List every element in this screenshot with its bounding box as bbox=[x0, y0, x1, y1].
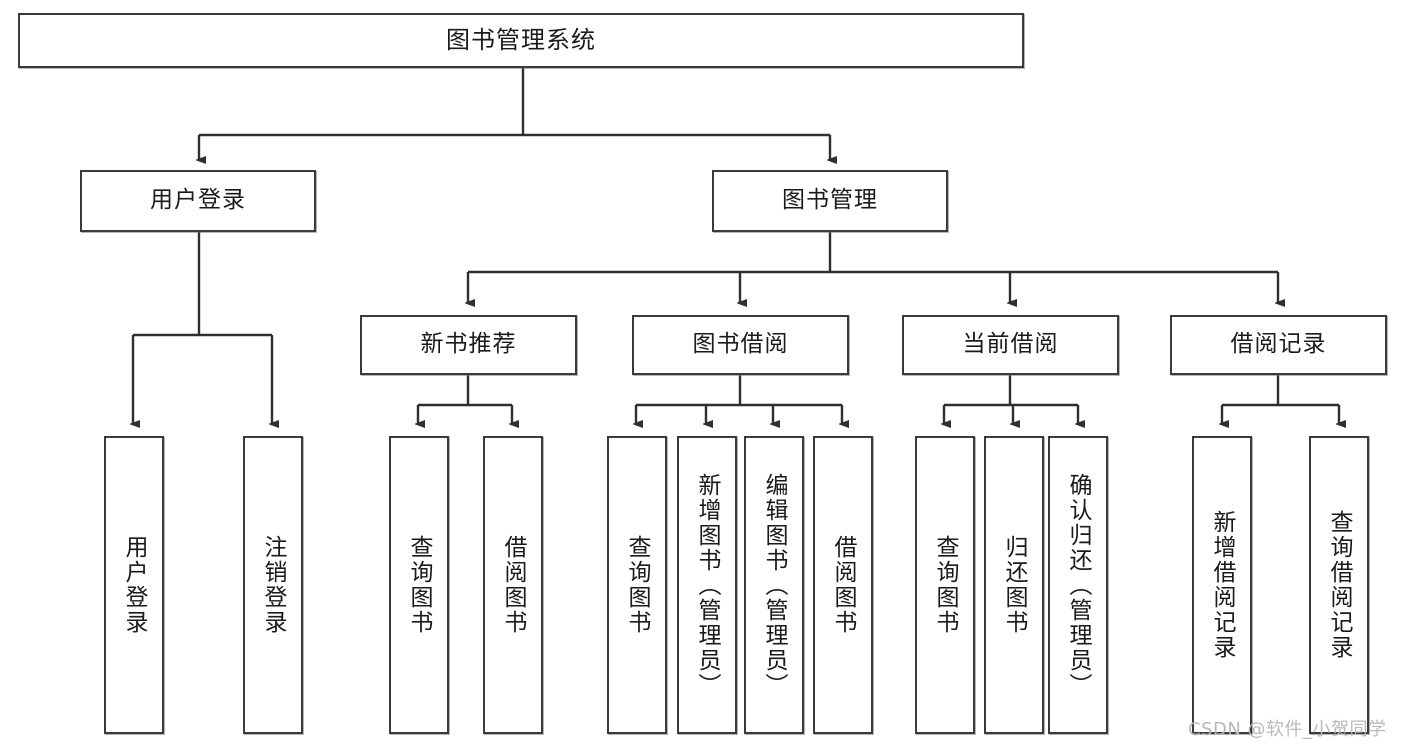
leaf-user-login-label: 用户登录 bbox=[121, 535, 147, 635]
leaf-current-return-book-label: 归还图书 bbox=[1001, 535, 1027, 635]
leaf-record-query-label: 查询借阅记录 bbox=[1326, 510, 1352, 660]
leaf-borrow-edit-book[interactable]: 编辑图书（管理员） bbox=[744, 436, 804, 734]
csdn-watermark: CSDN @软件_小贺同学 bbox=[1188, 719, 1387, 740]
node-root-label: 图书管理系统 bbox=[446, 26, 596, 55]
leaf-current-return-book[interactable]: 归还图书 bbox=[984, 436, 1044, 734]
leaf-borrow-edit-book-label: 编辑图书（管理员） bbox=[761, 472, 787, 698]
node-book-management-label: 图书管理 bbox=[782, 187, 878, 214]
leaf-borrow-add-book[interactable]: 新增图书（管理员） bbox=[677, 436, 737, 734]
leaf-user-login[interactable]: 用户登录 bbox=[104, 436, 164, 734]
leaf-recommend-query-book[interactable]: 查询图书 bbox=[389, 436, 449, 734]
leaf-borrow-borrow-book[interactable]: 借阅图书 bbox=[813, 436, 873, 734]
leaf-borrow-query-book[interactable]: 查询图书 bbox=[607, 436, 667, 734]
node-user-login-label: 用户登录 bbox=[150, 187, 246, 214]
node-book-borrow-label: 图书借阅 bbox=[692, 331, 789, 358]
leaf-recommend-query-book-label: 查询图书 bbox=[406, 535, 432, 635]
node-book-borrow[interactable]: 图书借阅 bbox=[632, 315, 849, 375]
leaf-recommend-borrow-book-label: 借阅图书 bbox=[500, 535, 526, 635]
leaf-borrow-add-book-label: 新增图书（管理员） bbox=[694, 472, 720, 698]
leaf-user-logout[interactable]: 注销登录 bbox=[243, 436, 303, 734]
node-root[interactable]: 图书管理系统 bbox=[18, 13, 1024, 68]
node-new-book-recommend[interactable]: 新书推荐 bbox=[360, 315, 577, 375]
leaf-current-query-book[interactable]: 查询图书 bbox=[915, 436, 975, 734]
leaf-record-query[interactable]: 查询借阅记录 bbox=[1309, 436, 1369, 734]
node-borrow-record-label: 借阅记录 bbox=[1230, 331, 1327, 358]
leaf-recommend-borrow-book[interactable]: 借阅图书 bbox=[483, 436, 543, 734]
leaf-current-query-book-label: 查询图书 bbox=[932, 535, 958, 635]
node-borrow-record[interactable]: 借阅记录 bbox=[1170, 315, 1387, 375]
node-user-login[interactable]: 用户登录 bbox=[80, 170, 316, 232]
leaf-borrow-query-book-label: 查询图书 bbox=[624, 535, 650, 635]
leaf-record-add-label: 新增借阅记录 bbox=[1209, 510, 1235, 660]
leaf-record-add[interactable]: 新增借阅记录 bbox=[1192, 436, 1252, 734]
leaf-current-confirm-return[interactable]: 确认归还（管理员） bbox=[1048, 436, 1108, 734]
leaf-user-logout-label: 注销登录 bbox=[260, 535, 286, 635]
node-new-book-recommend-label: 新书推荐 bbox=[420, 331, 517, 358]
leaf-borrow-borrow-book-label: 借阅图书 bbox=[830, 535, 856, 635]
leaf-current-confirm-return-label: 确认归还（管理员） bbox=[1065, 472, 1091, 698]
node-book-management[interactable]: 图书管理 bbox=[712, 170, 948, 232]
node-current-borrow[interactable]: 当前借阅 bbox=[902, 315, 1119, 375]
node-current-borrow-label: 当前借阅 bbox=[962, 331, 1059, 358]
